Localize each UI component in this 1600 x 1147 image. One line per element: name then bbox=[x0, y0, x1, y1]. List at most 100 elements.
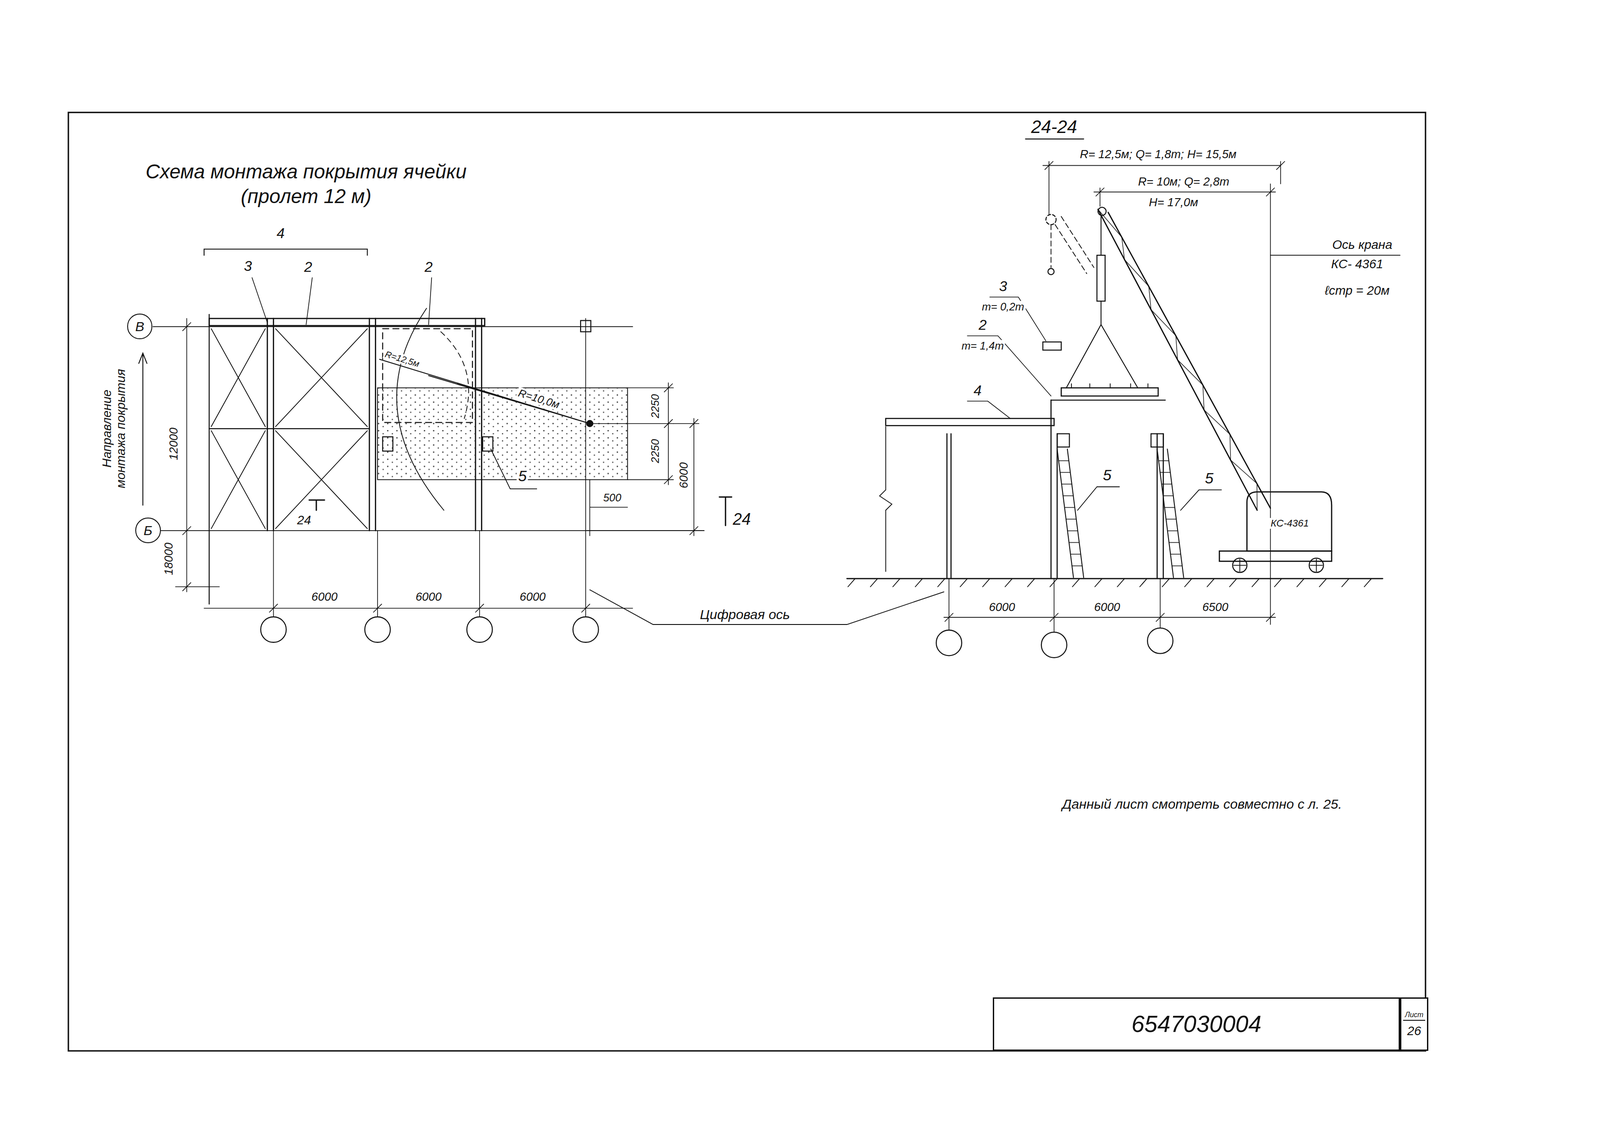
drawing-line bbox=[1071, 383, 1148, 388]
dimension: 500 bbox=[601, 492, 623, 504]
drawing-line bbox=[936, 630, 962, 657]
drawing-line bbox=[138, 353, 147, 506]
crane-axis-note: Ось крана bbox=[1330, 237, 1394, 252]
drawing-line bbox=[1147, 628, 1174, 654]
dimension: 6000 bbox=[677, 461, 691, 490]
crane-parameters: R= 10м; Q= 2,8т bbox=[1136, 175, 1231, 189]
drawing-line bbox=[377, 387, 628, 480]
dimension: 6000 bbox=[987, 600, 1017, 614]
drawing-line bbox=[1061, 387, 1159, 396]
drawing-line bbox=[580, 320, 592, 332]
drawing-line bbox=[946, 400, 1164, 579]
dimension: 6000 bbox=[414, 590, 444, 604]
title-block: 6547030004 bbox=[992, 997, 1400, 1051]
drawing-line bbox=[586, 418, 704, 536]
callout-number: 4 bbox=[275, 225, 286, 242]
section-mark: 24 bbox=[295, 513, 313, 528]
drawing-line bbox=[1042, 161, 1285, 215]
node-text: Б bbox=[143, 523, 153, 538]
node-text: В bbox=[135, 319, 145, 334]
dimension: 6000 bbox=[310, 590, 339, 604]
sheet-number-cell: Лист 26 bbox=[1400, 997, 1429, 1051]
crane-parameters: R= 12,5м; Q= 1,8т; H= 15,5м bbox=[1078, 147, 1239, 161]
callout-number: 5 bbox=[516, 468, 529, 485]
dimension: 6500 bbox=[1200, 600, 1230, 614]
leader-note: Цифровая ось bbox=[698, 606, 792, 622]
drawing-line bbox=[68, 112, 1426, 1052]
drawing-line bbox=[1051, 216, 1094, 274]
crane-model: КС- 4361 bbox=[1329, 257, 1385, 272]
drawing-line bbox=[309, 500, 325, 511]
drawing-line bbox=[1246, 492, 1332, 552]
drawing-line bbox=[382, 436, 393, 452]
plan-view bbox=[138, 249, 944, 643]
callout-number: 2 bbox=[423, 259, 435, 276]
crane-parameters: H= 17,0м bbox=[1147, 195, 1200, 209]
node-text: 6547030004 bbox=[1131, 1011, 1262, 1038]
drawing-line bbox=[1151, 433, 1164, 448]
mass-label: m= 0,2т bbox=[980, 301, 1026, 313]
node-text: Лист bbox=[1403, 1010, 1426, 1022]
dimension: 2250 bbox=[648, 437, 661, 465]
boom-length: ℓстр = 20м bbox=[1323, 284, 1392, 298]
dimension: 6000 bbox=[1092, 600, 1122, 614]
drawing-line bbox=[848, 578, 1372, 587]
sheet-frame bbox=[68, 112, 1426, 1052]
drawing-line bbox=[260, 617, 287, 643]
drawing-line bbox=[1233, 559, 1323, 572]
drawing-line bbox=[482, 436, 494, 452]
drawing-line bbox=[364, 617, 391, 643]
drawing-line bbox=[1057, 433, 1070, 448]
callout-number: 4 bbox=[972, 382, 983, 399]
drawing-line bbox=[846, 577, 1383, 580]
drawing-line bbox=[719, 497, 732, 526]
drawing-line bbox=[1041, 632, 1067, 658]
drawing-line bbox=[573, 617, 599, 643]
callout-number: 5 bbox=[1203, 470, 1215, 487]
drawing-line bbox=[211, 328, 266, 529]
section-title: 24-24 bbox=[1029, 116, 1079, 137]
mass-label: m= 1,4т bbox=[960, 339, 1005, 352]
drawing-line bbox=[589, 382, 674, 485]
drawing-line bbox=[967, 401, 1010, 419]
axis-bubble: В bbox=[127, 313, 153, 340]
node-subtext: 26 bbox=[1407, 1024, 1422, 1039]
sheet-note: Данный лист смотреть совместно с л. 25. bbox=[1060, 796, 1344, 812]
axis-bubble: Б bbox=[135, 517, 161, 544]
callout-number: 3 bbox=[242, 258, 254, 275]
dimension: 12000 bbox=[167, 426, 181, 462]
drawing-line bbox=[1097, 209, 1271, 511]
drawing-line bbox=[1058, 461, 1183, 567]
drawing-line bbox=[396, 308, 445, 511]
drawing-line bbox=[943, 613, 1276, 622]
drawing-line bbox=[1097, 207, 1107, 216]
drawing-line bbox=[490, 449, 537, 490]
drawing-line bbox=[208, 428, 369, 430]
drawing-line bbox=[440, 331, 469, 419]
drawing-line bbox=[1051, 399, 1166, 401]
drawing-line bbox=[879, 426, 892, 572]
callout-number: 2 bbox=[977, 317, 988, 334]
crane-model: КС-4361 bbox=[1269, 518, 1311, 529]
drawing-line bbox=[204, 604, 633, 613]
drawing-line bbox=[1042, 342, 1062, 351]
drawing-line bbox=[885, 418, 1055, 426]
drawing-line bbox=[1097, 255, 1106, 302]
dimension: 18000 bbox=[161, 541, 175, 577]
drawing-line bbox=[1077, 487, 1222, 511]
callout-number: 2 bbox=[302, 259, 314, 276]
drawing-line bbox=[1045, 214, 1057, 225]
section-view bbox=[846, 138, 1400, 658]
drawing-line bbox=[948, 183, 1271, 632]
drawing-line bbox=[466, 617, 493, 643]
drawing-line bbox=[1025, 138, 1084, 140]
drawing-line bbox=[153, 326, 705, 531]
drawing-line bbox=[252, 277, 432, 325]
drawing-line bbox=[379, 359, 591, 424]
drawing-line bbox=[204, 249, 368, 256]
drawing-line bbox=[175, 318, 220, 592]
dimension: 6000 bbox=[518, 590, 547, 604]
drawing-line bbox=[1057, 449, 1184, 578]
drawing-line bbox=[208, 314, 210, 605]
